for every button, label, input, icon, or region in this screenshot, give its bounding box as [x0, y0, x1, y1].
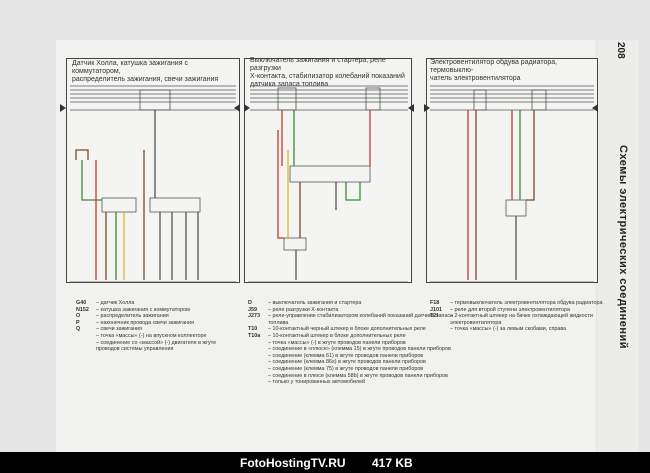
- file-size-label: 417 KB: [372, 456, 413, 470]
- legend-item: – соединение (клемма 86s) в жгуте провод…: [268, 359, 426, 366]
- legend-item: T10– 10-контактный черный штекер в блоке…: [248, 326, 426, 333]
- legend-item: – точка «массы» (-) за левым скобами, сп…: [450, 326, 567, 333]
- legend-panel-1: G40– датчик Холла N152– катушка зажигани…: [76, 300, 216, 353]
- legend-item: проводов системы управления: [96, 346, 174, 353]
- legend-item: – точка «массы» (-) в жгуте проводов пан…: [268, 339, 406, 346]
- host-footer-bar: FotoHostingTV.RU 417 KB: [0, 452, 650, 473]
- panel-1-title: Датчик Холла, катушка зажигания с коммут…: [72, 60, 219, 83]
- legend-item: – соединение (клемма 75) в жгуте проводо…: [268, 365, 424, 372]
- legend-item: – соединение со «массой» (-) двигателя в…: [96, 339, 217, 346]
- legend-item: F18– термовыключатель электровентилятора…: [430, 300, 603, 306]
- host-site-label: FotoHostingTV.RU: [240, 456, 346, 470]
- page-edge: [597, 40, 639, 453]
- legend-item: T10a– 10-контактный штекер в блоке допол…: [248, 332, 406, 339]
- legend-item: – соединение в «плюсе» (клемма 15) в жгу…: [268, 346, 451, 353]
- legend-item: топлива: [268, 319, 289, 326]
- legend-item: – точка «массы» (-) на впускном коллекто…: [96, 332, 207, 339]
- legend-panel-3: F18– термовыключатель электровентилятора…: [430, 300, 603, 333]
- panel-1-frame: [66, 58, 240, 283]
- legend-item: электровентилятора: [450, 319, 502, 326]
- panel-2-frame: [244, 58, 412, 283]
- legend-item: J273– реле-управление стабилизатором кол…: [248, 313, 454, 320]
- legend-item: Q– свечи зажигания: [76, 326, 142, 333]
- legend-item: J101– реле для второй ступени электровен…: [430, 306, 571, 313]
- legend-panel-2: D– выключатель зажигания и стартера J59–…: [248, 300, 453, 386]
- legend-item: J59– реле разгрузки X-контакта: [248, 306, 339, 313]
- panel-3-title: Электровентилятор обдува радиатора, терм…: [430, 59, 558, 82]
- legend-item: – только у тонированных автомобилей: [268, 379, 366, 386]
- legend-item: T2f– 2-контактный штекер на бачке охлажд…: [430, 313, 593, 320]
- legend-item: – соединение в плюсе (клемма 58b) в жгут…: [268, 372, 448, 379]
- panel-2-title: Выключатель зажигания и стартера, реле р…: [250, 57, 405, 88]
- legend-item: – соединение (клемма 61) в жгуте проводо…: [268, 352, 424, 359]
- legend-item: O– распределитель зажигания: [76, 313, 169, 320]
- legend-item: D– выключатель зажигания и стартера: [248, 300, 362, 306]
- legend-item: G40– датчик Холла: [76, 300, 135, 306]
- legend-item: N152– катушка зажигания с коммутатором: [76, 306, 190, 313]
- legend-item: P– наконечник провода свечи зажигания: [76, 319, 195, 326]
